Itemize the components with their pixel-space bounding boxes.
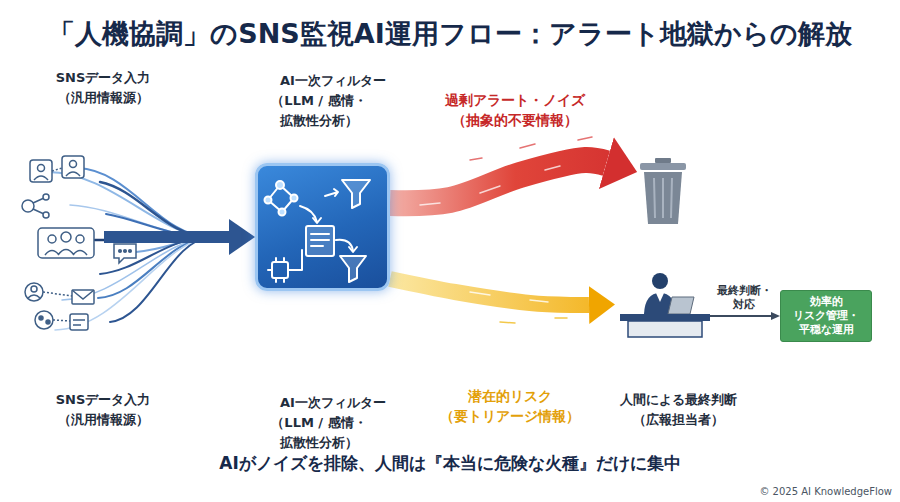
section-heading: SNSデータ入力 （汎用情報源）: [28, 390, 178, 430]
social-icons: [72, 290, 94, 304]
operator-icon: [620, 314, 710, 321]
data-flow-lines: [110, 237, 210, 322]
social-icons: [46, 320, 50, 324]
ai-filter-icons: [276, 181, 284, 189]
ai-filter-icons: [349, 247, 357, 252]
operator-icon: [652, 273, 668, 289]
trash-can-icon: [644, 172, 682, 224]
trash-can-icon: [654, 178, 672, 218]
social-icons: [43, 212, 49, 218]
ai-filter-icons: [268, 258, 292, 282]
social-icons: [73, 320, 85, 325]
ai-filter-icons: [272, 262, 288, 278]
ai-filter-icons: [306, 226, 334, 256]
social-icons: [61, 232, 71, 242]
operator-icon: [656, 293, 664, 302]
diagram-caption: AIがノイズを排除、人間は『本当に危険な火種』だけに集中: [0, 452, 900, 475]
input-flow-arrow: [104, 231, 229, 243]
social-icons: [34, 176, 48, 180]
social-icons: [124, 250, 127, 253]
social-icons: [72, 290, 94, 299]
social-icons: [25, 283, 43, 301]
social-icons: [43, 194, 49, 200]
social-icons: [70, 161, 77, 168]
operator-icon: [620, 273, 710, 337]
copyright-watermark: © 2025 AI KnowledgeFlow: [752, 485, 892, 498]
social-icons: [53, 320, 70, 321]
social-icons: [45, 250, 87, 256]
operator-icon: [628, 321, 702, 337]
section-heading: AI一次フィルター （LLM / 感情・拡散性分析）: [233, 393, 405, 453]
social-icons: [129, 250, 132, 253]
social-icons: [22, 200, 34, 212]
social-icons: [31, 286, 37, 292]
flow-streaks: [420, 137, 592, 323]
social-icons: [70, 314, 88, 330]
social-icons: [48, 235, 56, 243]
section-heading: 人間による最終判断 （広報担当者）: [603, 390, 753, 430]
social-icons: [30, 160, 52, 182]
operator-icon: [644, 293, 676, 314]
social-icons: [43, 292, 72, 296]
noise-flow-arrow: [390, 160, 606, 203]
risk-heading: 潜在的リスク （要トリアージ情報）: [435, 386, 585, 426]
ai-filter-icons: [279, 209, 286, 216]
operator-icon: [668, 297, 694, 314]
outcome-box: 効率的 リスク管理・ 平穏な運用: [780, 290, 872, 342]
ai-filter-icons: [311, 234, 329, 246]
data-flow-lines: [78, 168, 210, 237]
social-icons: [52, 168, 62, 171]
social-icons: [38, 228, 94, 258]
trash-can-icon: [640, 158, 686, 224]
social-icons: [114, 244, 136, 263]
noise-heading: 過剰アラート・ノイズ （抽象的不要情報）: [430, 90, 600, 130]
social-icons: [62, 156, 84, 178]
flow-streaks: [470, 137, 592, 160]
social-icons: [39, 316, 43, 320]
risk-flow-arrow: [390, 279, 589, 305]
ai-filter-icons: [291, 195, 298, 202]
section-heading: SNSデータ入力 （汎用情報源）: [28, 68, 178, 108]
flow-streaks: [470, 292, 548, 302]
data-source-group: SNSデータ入力 （汎用情報源）SNSデータ入力 （汎用情報源）: [12, 150, 104, 340]
outcome-text: 効率的 リスク管理・ 平穏な運用: [786, 295, 866, 337]
ai-filter-icons: [265, 180, 371, 282]
section-heading: AI一次フィルター （LLM / 感情・拡散性分析）: [233, 71, 405, 131]
flow-streaks: [420, 166, 560, 205]
ai-filter-box: AI一次フィルター （LLM / 感情・拡散性分析）AI一次フィルター （LLM…: [255, 163, 390, 291]
trash-can-icon: [655, 158, 671, 163]
ai-filter-icons: [313, 218, 321, 223]
ai-filter-icons: [300, 206, 317, 222]
social-icons: [33, 198, 44, 214]
social-icons: [119, 250, 122, 253]
ai-filter-icons: [292, 250, 302, 270]
social-icons: [38, 165, 45, 172]
data-flow-lines: [100, 182, 210, 237]
social-icons: [76, 235, 84, 243]
human-operator: 人間による最終判断 （広報担当者）: [615, 262, 707, 338]
action-arrow: [707, 315, 771, 317]
data-flow-lines: [98, 237, 210, 298]
flow-streaks: [500, 318, 567, 323]
ai-filter-icons: [268, 185, 294, 212]
social-icons: [66, 172, 80, 176]
diagram-title: 「人機協調」のSNS監視AI運用フロー：アラート地獄からの解放: [0, 16, 900, 52]
ai-filter-icons: [336, 240, 353, 251]
edge-label: 最終判断・ 対応: [711, 283, 777, 311]
ai-filter-icons: [325, 189, 338, 196]
ai-filter-icons: [265, 197, 272, 204]
ai-filter-icons: [342, 180, 370, 208]
ai-filter-icons: [340, 256, 366, 282]
social-icons: [35, 311, 53, 329]
trash-bin: 過剰アラート・ノイズ （抽象的不要情報）: [638, 160, 688, 226]
trash-can-icon: [640, 163, 686, 170]
social-icons: [28, 295, 40, 298]
